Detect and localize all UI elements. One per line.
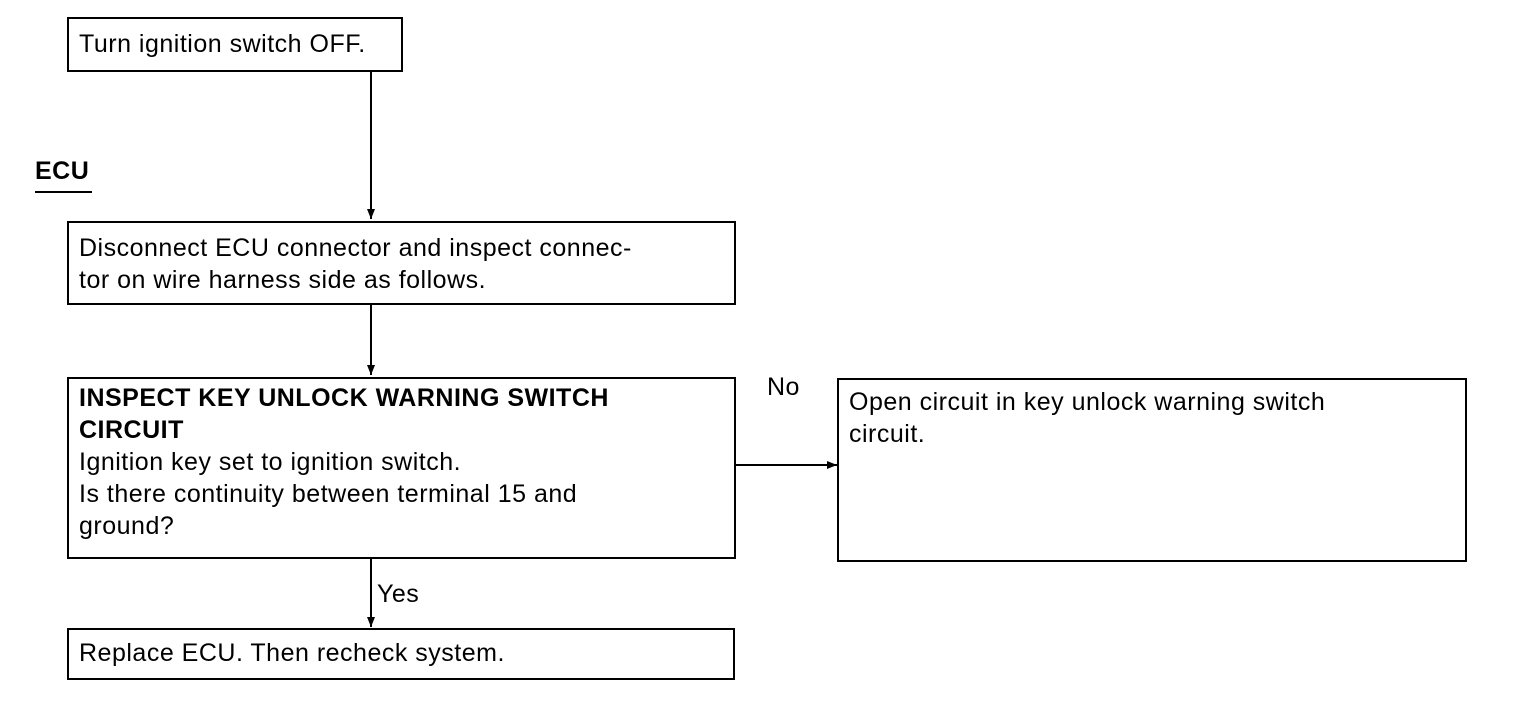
section-label-ecu: ECU [35,157,90,185]
step-title-line: INSPECT KEY UNLOCK WARNING SWITCH [79,384,609,412]
step-text-line: Open circuit in key unlock warning switc… [849,388,1326,416]
step-text-line: Ignition key set to ignition switch. [79,448,462,476]
branch-label-no: No [767,373,800,401]
step-text-line: Replace ECU. Then recheck system. [79,639,505,667]
step-open-circuit-result: Open circuit in key unlock warning switc… [837,378,1467,562]
step-text-line: Is there continuity between terminal 15 … [79,480,578,508]
step-title-line: CIRCUIT [79,416,184,444]
step-text-line: Disconnect ECU connector and inspect con… [79,234,632,262]
step-text-line: circuit. [849,420,926,448]
step-text-line: ground? [79,512,175,540]
step-replace-ecu: Replace ECU. Then recheck system. [67,628,735,680]
step-disconnect-ecu-connector: Disconnect ECU connector and inspect con… [67,221,736,305]
step-text: Turn ignition switch OFF. [79,30,366,58]
branch-label-yes: Yes [377,580,420,608]
section-underline [35,191,92,193]
step-turn-ignition-off: Turn ignition switch OFF. [67,17,403,72]
step-text-line: tor on wire harness side as follows. [79,266,487,294]
step-inspect-key-unlock-circuit: INSPECT KEY UNLOCK WARNING SWITCH CIRCUI… [67,377,736,559]
